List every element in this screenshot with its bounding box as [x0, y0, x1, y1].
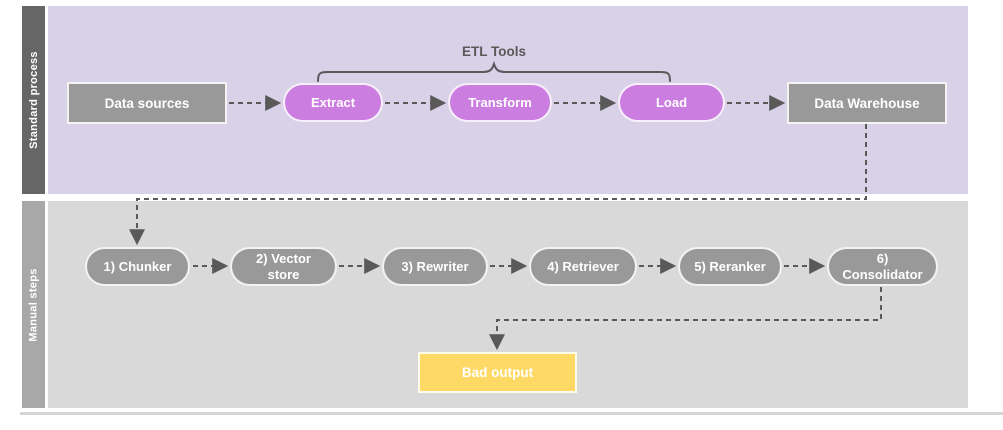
retriever-label: 4) Retriever: [547, 258, 619, 274]
data-warehouse-label: Data Warehouse: [814, 95, 920, 111]
lane-standard-process-header: Standard process: [22, 6, 45, 194]
lane-standard-process-label: Standard process: [27, 51, 40, 149]
vector-store-label: 2) Vector store: [256, 251, 311, 282]
consolidator-label: 6) Consolidator: [842, 251, 923, 282]
rewriter-node: 3) Rewriter: [382, 247, 488, 286]
bad-output-node: Bad output: [418, 352, 577, 393]
consolidator-node: 6) Consolidator: [827, 247, 938, 286]
extract-node: Extract: [283, 83, 383, 122]
load-label: Load: [655, 94, 688, 110]
bad-output-label: Bad output: [461, 365, 534, 380]
lane-manual-steps-header: Manual steps: [22, 201, 45, 408]
load-node: Load: [618, 83, 725, 122]
rewriter-label: 3) Rewriter: [401, 258, 469, 274]
data-warehouse-node: Data Warehouse: [787, 82, 947, 124]
retriever-node: 4) Retriever: [529, 247, 637, 286]
data-sources-node: Data sources: [67, 82, 227, 124]
data-sources-label: Data sources: [104, 95, 190, 111]
chunker-label: 1) Chunker: [103, 258, 172, 274]
transform-node: Transform: [448, 83, 552, 122]
extract-label: Extract: [310, 94, 356, 110]
lane-manual-steps-label: Manual steps: [27, 267, 40, 342]
reranker-node: 5) Reranker: [678, 247, 782, 286]
transform-label: Transform: [468, 94, 532, 110]
vector-store-node: 2) Vector store: [230, 247, 337, 286]
etl-tools-label: ETL Tools: [462, 44, 526, 59]
bottom-divider: [20, 412, 1003, 415]
reranker-label: 5) Reranker: [694, 258, 766, 274]
chunker-node: 1) Chunker: [85, 247, 190, 286]
